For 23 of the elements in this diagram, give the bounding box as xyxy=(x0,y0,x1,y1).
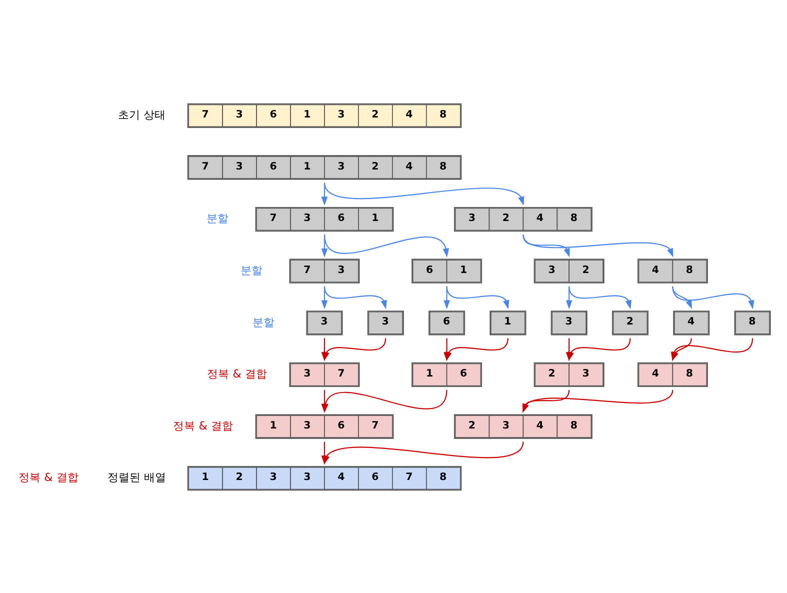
label: 분할 xyxy=(252,315,274,328)
arrow xyxy=(568,338,631,361)
arrow xyxy=(444,286,450,309)
label: 분할 xyxy=(240,263,262,276)
label: 초기 상태 xyxy=(118,108,166,122)
arrow xyxy=(446,338,508,361)
arrow xyxy=(568,286,632,309)
arrow xyxy=(672,286,754,309)
arrow xyxy=(522,234,570,257)
arrow xyxy=(446,286,510,309)
label: 정복 & 결합 xyxy=(207,367,267,380)
arrow xyxy=(324,441,524,464)
arrow xyxy=(522,389,570,412)
arrow xyxy=(324,182,524,206)
label: 정복 & 결합 xyxy=(173,418,233,432)
arrow xyxy=(323,338,386,361)
arrow xyxy=(324,234,450,257)
label: 정복 & 결합 xyxy=(18,470,78,484)
label: 정렬된 배열 xyxy=(108,470,166,484)
arrow xyxy=(522,389,674,412)
arrow xyxy=(522,234,674,257)
label: 분할 xyxy=(206,212,228,225)
arrow xyxy=(324,286,387,309)
